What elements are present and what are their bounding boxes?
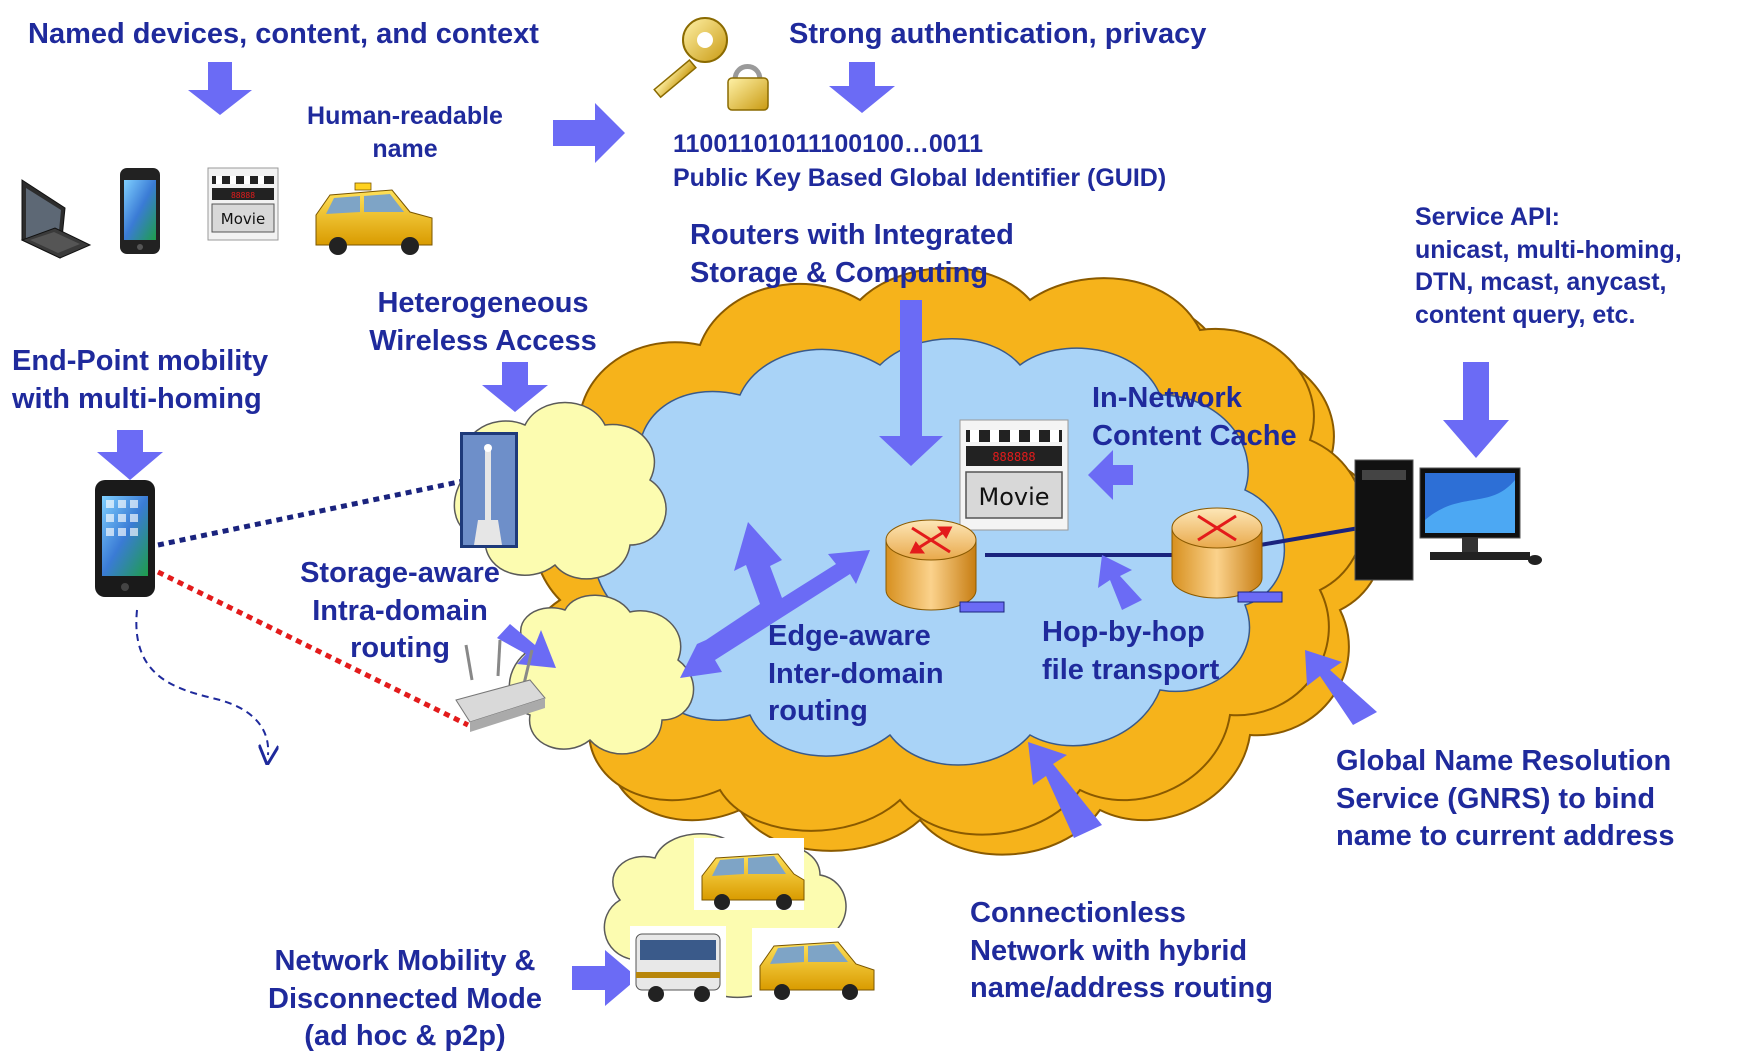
arrow-right-network-mobility <box>572 950 638 1006</box>
named-devices-label: Named devices, content, and context <box>28 18 539 50</box>
access-point-icon <box>455 639 546 732</box>
guid-bits: 11001101011100100…0011 <box>673 130 984 158</box>
movie-clapper-icon: 88888 Movie <box>207 167 279 241</box>
laptop-icon <box>20 179 92 259</box>
router-icon-left <box>885 519 1005 613</box>
arrow-upleft-gnrs <box>1305 650 1377 725</box>
smartphone-icon <box>120 168 160 254</box>
arrow-down-strong-auth <box>829 62 895 113</box>
connectionless-label: Connectionless Network with hybrid name/… <box>970 897 1273 1005</box>
guid-label: Public Key Based Global Identifier (GUID… <box>673 164 1167 192</box>
wireless-tower-icon <box>460 432 518 548</box>
human-readable-label: Human-readable name <box>307 102 503 163</box>
in-network-label: In-Network Content Cache <box>1092 382 1297 452</box>
mobility-path <box>135 609 268 755</box>
arrow-edge-aware <box>680 522 870 678</box>
routers-label: Routers with Integrated Storage & Comput… <box>690 219 1014 289</box>
dotted-link-phone-tower <box>157 477 469 548</box>
taxi-icon-top <box>694 838 805 910</box>
arrow-up-hop-by-hop <box>1098 555 1142 610</box>
router-desktop-link <box>1259 525 1366 547</box>
storage-aware-label: Storage-aware Intra-domain routing <box>300 557 500 665</box>
arrow-left-in-network <box>1088 450 1133 500</box>
arrow-down-endpoint <box>97 430 163 480</box>
svg-text:888888: 888888 <box>992 450 1035 464</box>
dotted-link-phone-router <box>156 569 470 728</box>
access-cloud-bottom <box>508 594 695 755</box>
svg-text:88888: 88888 <box>231 191 255 200</box>
movie-label-large: Movie <box>978 483 1049 511</box>
strong-auth-label: Strong authentication, privacy <box>789 18 1207 50</box>
bus-icon <box>630 926 726 1006</box>
movie-clapper-cache-icon: 888888 Movie <box>959 419 1069 531</box>
endpoint-label: End-Point mobility with multi-homing <box>12 345 269 415</box>
taxi-icon-bottom <box>752 928 878 1000</box>
edge-aware-label: Edge-aware Inter-domain routing <box>768 620 944 728</box>
hop-by-hop-label: Hop-by-hop file transport <box>1042 616 1220 686</box>
gnrs-label: Global Name Resolution Service (GNRS) to… <box>1336 745 1675 853</box>
desktop-computer-icon <box>1354 459 1542 581</box>
arrow-down-service-api <box>1443 362 1509 458</box>
arrow-upleft-connectionless <box>1028 742 1102 838</box>
network-mobility-label: Network Mobility & Disconnected Mode (ad… <box>268 945 542 1053</box>
mobile-phone-icon <box>95 480 155 597</box>
movie-label-small: Movie <box>221 210 265 228</box>
heterogeneous-label: Heterogeneous Wireless Access <box>369 287 597 357</box>
arrow-down-routers <box>879 300 943 466</box>
service-api-label: Service API: unicast, multi-homing, DTN,… <box>1415 203 1682 329</box>
arrow-down-heterogeneous <box>482 362 548 412</box>
router-icon-right <box>1171 507 1283 603</box>
arrow-down-named-devices <box>188 62 252 115</box>
arrow-right-human-readable <box>553 103 625 163</box>
key-padlock-icon <box>653 17 769 111</box>
arrow-downright-storage-aware <box>497 624 556 668</box>
taxi-icon <box>315 182 433 255</box>
